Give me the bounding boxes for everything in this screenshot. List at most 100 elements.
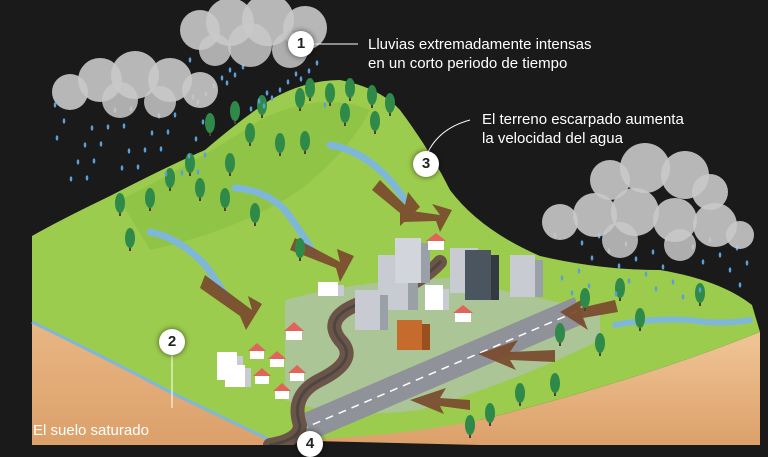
tree-icon: [385, 93, 395, 116]
rain-drop: [76, 159, 80, 165]
rain-drop: [106, 124, 110, 130]
stream-2: [231, 184, 319, 259]
rain-drop: [257, 98, 261, 104]
tree-icon: [325, 83, 335, 106]
tree-icon: [205, 113, 215, 136]
rain-drop: [265, 90, 269, 96]
rain-drop: [62, 118, 66, 124]
tree-icon: [695, 283, 705, 306]
rain-drop: [634, 256, 638, 262]
rain-drop: [728, 267, 732, 273]
rain-drop: [99, 141, 103, 147]
callout-label-1: Lluvias extremadamente intensas en un co…: [368, 35, 591, 73]
tree-group: [115, 78, 705, 438]
rain-drop: [143, 147, 147, 153]
rain-drop: [718, 252, 722, 258]
tree-icon: [367, 85, 377, 108]
tree-icon: [305, 78, 315, 101]
rain-drop: [228, 67, 232, 73]
rain-drop: [560, 275, 564, 281]
rain-drop: [590, 255, 594, 261]
stream-left-edge: [31, 320, 271, 442]
rain-drop: [127, 148, 131, 154]
tree-icon: [220, 188, 230, 211]
callout-label-3-line-2: la velocidad del agua: [482, 130, 623, 147]
tree-icon: [550, 373, 560, 396]
tree-icon: [245, 123, 255, 146]
rain-drop: [671, 279, 675, 285]
rain-drop: [651, 249, 655, 255]
tree-icon: [555, 323, 565, 346]
tree-icon: [595, 333, 605, 356]
tree-icon: [185, 153, 195, 176]
rain-drop: [617, 263, 621, 269]
rain-drop: [166, 129, 170, 135]
stream-3: [326, 141, 409, 204]
rain-drop: [194, 136, 198, 142]
callout-badge-3: 3: [413, 151, 439, 177]
callout-badge-2: 2: [159, 329, 185, 355]
rain-drop: [220, 75, 224, 81]
rain-drop: [580, 240, 584, 246]
rain-drop: [698, 287, 702, 293]
rain-drop: [587, 283, 591, 289]
rain-drop: [85, 175, 89, 181]
callout-label-1-line-1: Lluvias extremadamente intensas: [368, 36, 592, 53]
rain-drop: [661, 264, 665, 270]
rain-drop: [654, 286, 658, 292]
rain-drop: [53, 102, 57, 108]
callout-label-2-line-1: El suelo saturado: [33, 422, 149, 439]
callout-badge-4: 4: [297, 431, 323, 457]
tree-icon: [345, 78, 355, 101]
tree-icon: [165, 168, 175, 191]
stream-4: [612, 316, 753, 328]
rain-drop: [225, 80, 229, 86]
rain-drop: [570, 290, 574, 296]
rain-drop: [701, 259, 705, 265]
callout-label-2: El suelo saturado: [33, 421, 149, 440]
tree-icon: [250, 203, 260, 226]
tree-icon: [465, 415, 475, 438]
rain-drop: [249, 106, 253, 112]
tree-icon: [125, 228, 135, 251]
rain-drop: [201, 119, 205, 125]
tree-icon: [275, 133, 285, 156]
tree-icon: [300, 131, 310, 154]
rain-drop: [323, 102, 327, 108]
tree-icon: [580, 288, 590, 311]
rain-drop: [83, 142, 87, 148]
rain-drop: [294, 71, 298, 77]
rain-drop: [90, 125, 94, 131]
rain-drop: [278, 87, 282, 93]
tree-icon: [515, 383, 525, 406]
tree-icon: [485, 403, 495, 426]
rain-drop: [262, 103, 266, 109]
house-icon: [248, 233, 473, 399]
rain-drop: [69, 176, 73, 182]
tree-icon: [615, 278, 625, 301]
terrain-scene: [31, 0, 760, 452]
rain-drop: [286, 79, 290, 85]
tree-icon: [195, 178, 205, 201]
rain-drop: [180, 170, 184, 176]
rain-drop: [136, 164, 140, 170]
rain-drop: [614, 291, 618, 297]
flood-diagram: 1 Lluvias extremadamente intensas en un …: [31, 0, 760, 457]
soil-left-face: [32, 236, 270, 445]
road-line: [299, 309, 581, 431]
rain-drop: [627, 278, 631, 284]
rain-drop: [233, 72, 237, 78]
callout-badge-1: 1: [288, 31, 314, 57]
callout-label-3: El terreno escarpado aumenta la velocida…: [482, 110, 684, 148]
rain-drop: [150, 130, 154, 136]
rain-drop: [164, 171, 168, 177]
tree-icon: [295, 238, 305, 261]
rain-drop: [122, 123, 126, 129]
rain-drop: [738, 282, 742, 288]
rain-cloud-icon: [52, 0, 754, 261]
rain-drop: [55, 135, 59, 141]
leader-line-3: [427, 119, 471, 153]
rain-drop: [159, 146, 163, 152]
rain-drop: [644, 271, 648, 277]
tree-icon: [370, 111, 380, 134]
